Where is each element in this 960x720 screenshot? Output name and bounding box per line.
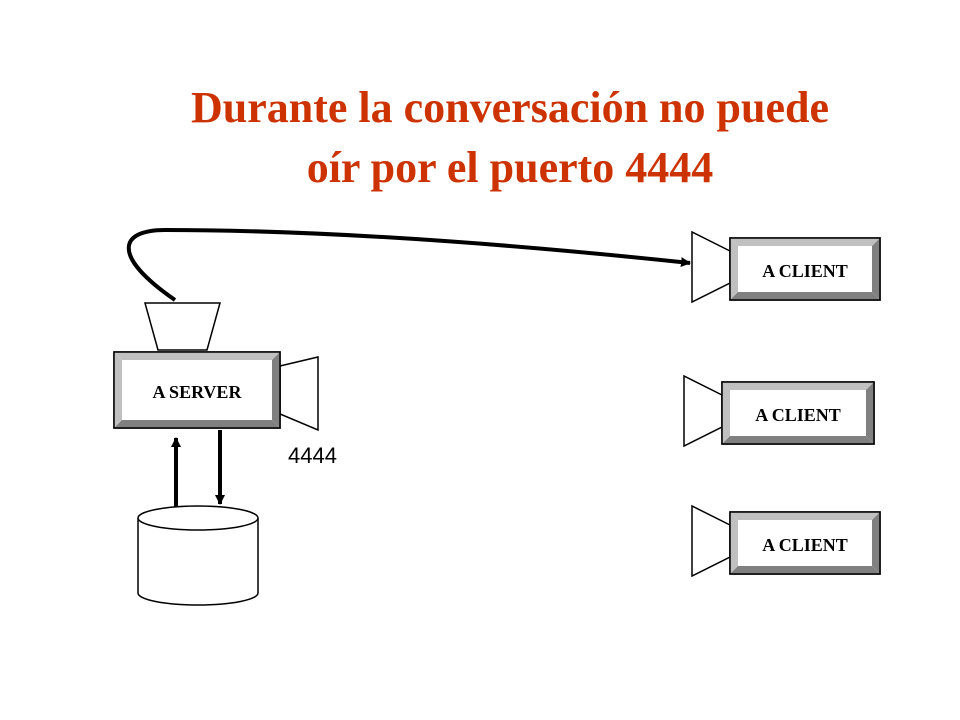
client-3-label: A CLIENT <box>762 535 848 555</box>
client-1-socket <box>691 230 731 304</box>
client-node-1: A CLIENT <box>691 230 881 304</box>
diagram-title: Durante la conversación no puede oír por… <box>60 78 960 198</box>
client-1-box: A CLIENT <box>729 237 881 301</box>
server-port-socket <box>279 356 319 432</box>
client-2-label: A CLIENT <box>755 405 841 425</box>
client-3-box: A CLIENT <box>729 511 881 575</box>
server-label: A SERVER <box>153 382 243 402</box>
port-number-label: 4444 <box>288 443 337 468</box>
client-node-2: A CLIENT <box>683 374 875 448</box>
server-box: A SERVER <box>113 351 281 429</box>
server-node: A SERVER 4444 <box>113 302 337 468</box>
client-2-socket <box>683 374 723 448</box>
server-top-socket <box>144 302 221 351</box>
title-line-2: oír por el puerto 4444 <box>306 143 714 192</box>
client-3-socket <box>691 504 731 578</box>
title-line-1: Durante la conversación no puede <box>191 83 829 132</box>
client-1-label: A CLIENT <box>762 261 848 281</box>
client-node-3: A CLIENT <box>691 504 881 578</box>
database-cylinder <box>137 505 259 606</box>
connection-arrow <box>126 227 691 302</box>
client-2-box: A CLIENT <box>721 381 875 445</box>
